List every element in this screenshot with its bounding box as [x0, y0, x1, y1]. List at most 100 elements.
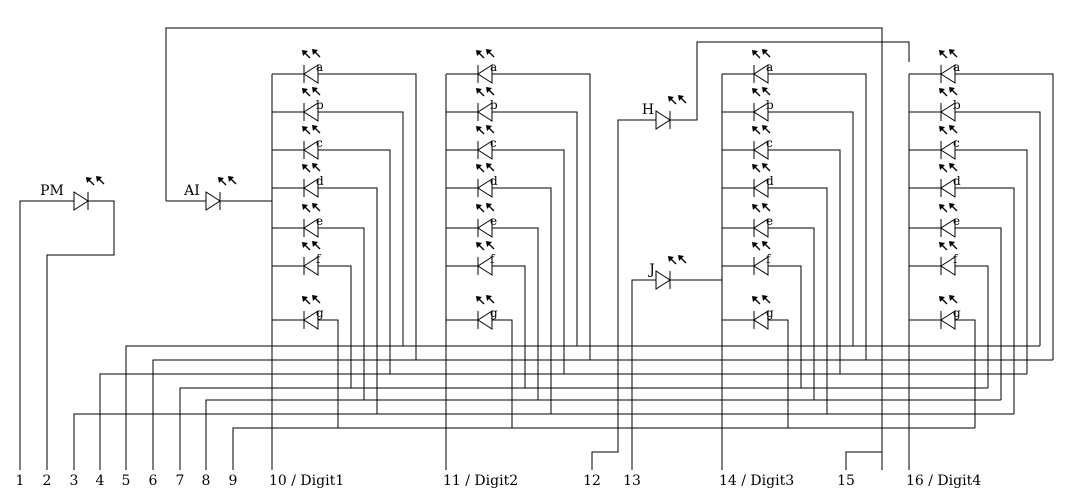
digit2-seg-g-led [477, 310, 493, 330]
digit3-seg-a-return [768, 73, 867, 360]
pin-label-7: 7 [176, 473, 185, 489]
indicator-j-anode-wire [631, 279, 656, 470]
pin-label-5: 5 [122, 473, 131, 489]
digit4-seg-b-led [940, 102, 956, 122]
pin-label-2: 2 [43, 473, 52, 489]
digit4-seg-g-led-light-arrows [939, 295, 958, 305]
digit2-seg-a-led [477, 64, 493, 84]
digit3-seg-d-led-light-arrows [752, 163, 771, 173]
digit1-seg-b-return [318, 111, 404, 346]
digit3-seg-b-return [768, 111, 854, 346]
digit4-seg-a-label: a [953, 60, 960, 74]
digit1-seg-f-label: f [316, 252, 322, 266]
digit3-seg-e-label: e [766, 214, 773, 228]
digit4-seg-b-return [955, 111, 1041, 346]
segment-bus-c [99, 373, 1027, 470]
digit4-seg-g-label: g [953, 306, 961, 320]
leds [73, 49, 958, 330]
digit1-seg-a-label: a [316, 60, 323, 74]
digit3-seg-d-led [753, 178, 769, 198]
digit4-seg-f-return [955, 265, 989, 388]
indicator-pm-led [73, 191, 89, 211]
pin-label-8: 8 [202, 473, 211, 489]
digit2-seg-c-led [477, 140, 493, 160]
indicator-j-label: J [647, 262, 655, 278]
digit4-seg-g-return [955, 319, 976, 428]
digit1-seg-b-led-light-arrows [302, 87, 321, 97]
digit2-seg-d-led [477, 178, 493, 198]
digit3-seg-c-led-light-arrows [752, 125, 771, 135]
digit1-seg-e-label: e [316, 214, 323, 228]
digit3-seg-b-led [753, 102, 769, 122]
digit4-seg-c-led-light-arrows [939, 125, 958, 135]
digit1-seg-b-led [303, 102, 319, 122]
indicator-ai-label: AI [183, 183, 200, 199]
digit3-seg-c-led [753, 140, 769, 160]
segment-bus-f [179, 387, 988, 470]
digit1-seg-g-return [318, 319, 339, 428]
digit1-seg-d-led-light-arrows [302, 163, 321, 173]
digit2-seg-f-led [477, 256, 493, 276]
digit1-seg-e-led [303, 218, 319, 238]
digit4-seg-e-led [940, 218, 956, 238]
digit2-seg-b-label: b [490, 98, 498, 112]
digit4-seg-d-led [940, 178, 956, 198]
digit2-seg-c-label: c [490, 136, 497, 150]
digit2-seg-e-return [492, 227, 539, 400]
digit2-seg-c-led-light-arrows [476, 125, 495, 135]
digit1-seg-g-led-light-arrows [302, 295, 321, 305]
indicator-h-label: H [642, 102, 654, 118]
digit1-seg-a-return [318, 73, 417, 360]
digit3-seg-g-label: g [766, 306, 774, 320]
digit2-seg-f-led-light-arrows [476, 241, 495, 251]
digit2-seg-e-led [477, 218, 493, 238]
digit1-seg-f-led-light-arrows [302, 241, 321, 251]
segment-bus-d [73, 413, 1014, 470]
digit3-seg-f-return [768, 265, 802, 388]
digit1-seg-d-led [303, 178, 319, 198]
pin15-link [845, 451, 882, 470]
segment-bus-g [232, 427, 975, 470]
pin-label-3: 3 [70, 473, 79, 489]
digit3-seg-b-label: b [766, 98, 774, 112]
digit2-seg-g-led-light-arrows [476, 295, 495, 305]
digit1-seg-e-return [318, 227, 365, 400]
indicator-j-led [655, 270, 671, 290]
digit1-seg-g-led [303, 310, 319, 330]
digit3-seg-c-return [768, 149, 841, 374]
pin-label-14: 14 / Digit3 [719, 473, 794, 489]
digit3-seg-g-led [753, 310, 769, 330]
indicator-h-anode-wire [591, 119, 656, 470]
digit1-seg-b-label: b [316, 98, 324, 112]
digit2-seg-f-return [492, 265, 526, 388]
indicator-h-led-light-arrows [668, 95, 687, 105]
digit2-seg-b-led-light-arrows [476, 87, 495, 97]
digit2-seg-g-return [492, 319, 513, 428]
indicator-ai-anode-wire [165, 27, 883, 470]
digit2-seg-g-label: g [490, 306, 498, 320]
digit4-seg-d-label: d [953, 174, 961, 188]
pin-label-10: 10 / Digit1 [269, 473, 344, 489]
digit1-seg-d-return [318, 187, 378, 414]
digit4-seg-e-label: e [953, 214, 960, 228]
digit1-seg-g-label: g [316, 306, 324, 320]
digit4-seg-f-label: f [953, 252, 959, 266]
digit3-seg-f-led-light-arrows [752, 241, 771, 251]
digit3-seg-d-return [768, 187, 828, 414]
digit2-seg-e-led-light-arrows [476, 203, 495, 213]
segment-bus-e [205, 399, 1001, 470]
digit3-seg-e-return [768, 227, 815, 400]
indicator-ai-led-light-arrows [218, 176, 237, 186]
digit4-seg-g-led [940, 310, 956, 330]
digit2-seg-a-led-light-arrows [476, 49, 495, 59]
digit4-seg-c-led [940, 140, 956, 160]
indicator-pm-led-light-arrows [86, 176, 105, 186]
digit3-seg-e-led-light-arrows [752, 203, 771, 213]
indicator-ai-led [205, 191, 221, 211]
digit4-seg-e-return [955, 227, 1002, 400]
pin-label-12: 12 [583, 473, 601, 489]
indicator-pm-cathode-wire [46, 200, 115, 470]
wires [19, 27, 1054, 470]
digit4-seg-c-return [955, 149, 1028, 374]
